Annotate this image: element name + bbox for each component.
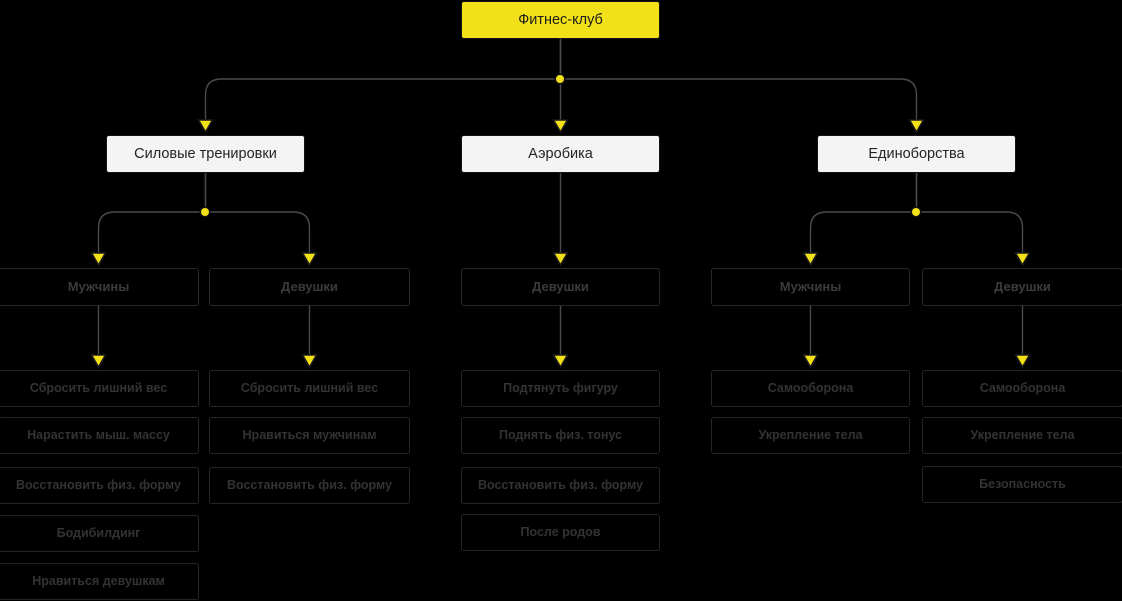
node-l1[interactable]: Сбросить лишний вес <box>0 370 199 407</box>
connector-line <box>204 172 311 254</box>
node-martial[interactable]: Единоборства <box>817 135 1016 173</box>
node-label: Восстановить физ. форму <box>477 478 643 493</box>
node-l5[interactable]: Нравиться девушкам <box>0 563 199 600</box>
arrowhead-icon <box>197 119 214 134</box>
node-label: Девушки <box>532 278 589 294</box>
node-str-women[interactable]: Девушки <box>209 268 410 306</box>
node-label: Самооборона <box>979 381 1066 396</box>
node-label: Единоборства <box>868 145 965 162</box>
node-label: Мужчины <box>67 278 130 294</box>
arrowhead-icon <box>1014 354 1031 369</box>
arrowhead-icon <box>802 252 819 267</box>
junction-dot <box>556 75 564 83</box>
node-label: Нарастить мыш. массу <box>27 428 170 443</box>
node-label: Укрепление тела <box>758 428 863 443</box>
node-mar-women[interactable]: Девушки <box>922 268 1122 306</box>
arrowhead-icon <box>301 354 318 369</box>
node-m2[interactable]: Укрепление тела <box>711 417 910 454</box>
node-label: Мужчины <box>779 278 842 294</box>
node-root[interactable]: Фитнес-клуб <box>461 1 660 39</box>
junction-ring <box>910 206 922 218</box>
connector-line <box>559 38 918 121</box>
node-label: Восстановить физ. форму <box>226 478 392 493</box>
node-w3[interactable]: Безопасность <box>922 466 1122 503</box>
node-label: После родов <box>520 525 601 540</box>
node-label: Аэробика <box>528 145 593 162</box>
node-label: Бодибилдинг <box>56 526 141 541</box>
node-strength[interactable]: Силовые тренировки <box>106 135 305 173</box>
node-w1[interactable]: Самооборона <box>922 370 1122 407</box>
node-l4[interactable]: Бодибилдинг <box>0 515 199 552</box>
node-label: Нравиться мужчинам <box>242 428 377 443</box>
arrowhead-icon <box>552 252 569 267</box>
arrowhead-icon <box>301 252 318 267</box>
node-str-men[interactable]: Мужчины <box>0 268 199 306</box>
arrowhead-icon <box>90 252 107 267</box>
junction-dot <box>912 208 920 216</box>
arrowhead-icon <box>1014 252 1031 267</box>
node-a3[interactable]: Восстановить физ. форму <box>461 467 660 504</box>
arrowhead-icon <box>552 119 569 134</box>
node-label: Девушки <box>994 278 1051 294</box>
arrowhead-icon <box>552 354 569 369</box>
node-label: Безопасность <box>979 477 1066 492</box>
node-l3[interactable]: Восстановить физ. форму <box>0 467 199 504</box>
node-label: Сбросить лишний вес <box>240 381 379 396</box>
node-l2[interactable]: Нарастить мыш. массу <box>0 417 199 454</box>
node-a4[interactable]: После родов <box>461 514 660 551</box>
node-label: Нравиться девушкам <box>32 574 165 589</box>
node-r3[interactable]: Восстановить физ. форму <box>209 467 410 504</box>
node-w2[interactable]: Укрепление тела <box>922 417 1122 454</box>
node-a2[interactable]: Поднять физ. тонус <box>461 417 660 454</box>
connector-line <box>97 172 207 254</box>
node-label: Восстановить физ. форму <box>15 478 181 493</box>
node-aer-women[interactable]: Девушки <box>461 268 660 306</box>
node-label: Укрепление тела <box>970 428 1075 443</box>
arrowhead-icon <box>908 119 925 134</box>
node-a1[interactable]: Подтянуть фигуру <box>461 370 660 407</box>
node-label: Самооборона <box>767 381 854 396</box>
connector-line <box>809 172 918 254</box>
junction-dot <box>201 208 209 216</box>
node-m1[interactable]: Самооборона <box>711 370 910 407</box>
connector-line <box>915 172 1024 254</box>
node-label: Поднять физ. тонус <box>498 428 623 443</box>
node-r1[interactable]: Сбросить лишний вес <box>209 370 410 407</box>
node-label: Подтянуть фигуру <box>503 381 618 396</box>
junction-ring <box>554 73 566 85</box>
node-label: Фитнес-клуб <box>518 11 603 28</box>
arrowhead-icon <box>90 354 107 369</box>
node-label: Девушки <box>281 278 338 294</box>
node-label: Силовые тренировки <box>134 145 277 162</box>
junction-ring <box>199 206 211 218</box>
node-aerobics[interactable]: Аэробика <box>461 135 660 173</box>
arrowhead-icon <box>802 354 819 369</box>
node-r2[interactable]: Нравиться мужчинам <box>209 417 410 454</box>
node-label: Сбросить лишний вес <box>29 381 168 396</box>
node-mar-men[interactable]: Мужчины <box>711 268 910 306</box>
connector-line <box>204 38 562 121</box>
